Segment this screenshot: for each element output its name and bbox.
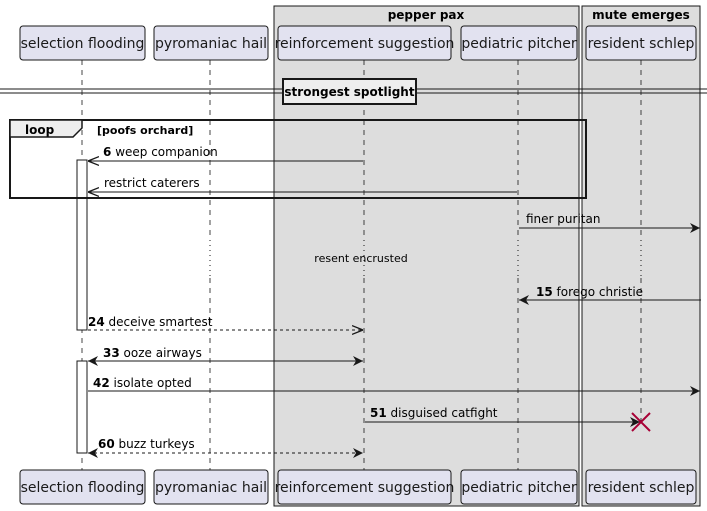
message-forego-christie: 15 forego christie: [519, 285, 701, 305]
message-label: 15 forego christie: [536, 285, 643, 299]
destroy-icon: [631, 412, 651, 432]
message-label: finer puritan: [526, 212, 600, 226]
message-label: 24 deceive smartest: [88, 315, 213, 329]
message-buzz-turkeys: 60 buzz turkeys: [88, 437, 363, 458]
message-label: 6 weep companion: [103, 145, 218, 159]
participant-pyromaniac-hail[interactable]: pyromaniac hail: [153, 25, 269, 61]
message-ooze-airways: 33 ooze airways: [88, 346, 363, 366]
message-label: restrict caterers: [104, 176, 200, 190]
participant-selection-flooding[interactable]: selection flooding: [19, 25, 146, 61]
group-label-mute-emerges: mute emerges: [592, 8, 690, 22]
activation-bar: [76, 159, 88, 331]
loop-keyword: loop: [25, 123, 55, 137]
message-disguised-catfight: 51 disguised catfight: [365, 406, 640, 427]
participant-resident-schlep[interactable]: resident schlep: [585, 25, 697, 61]
participant-label: pyromaniac hail: [155, 480, 267, 496]
participant-pyromaniac-hail-bottom[interactable]: pyromaniac hail: [153, 469, 269, 505]
message-restrict-caterers: restrict caterers: [88, 176, 517, 192]
message-isolate-opted: 42 isolate opted: [88, 376, 700, 396]
participant-reinforcement-suggestion-bottom[interactable]: reinforcement suggestion: [275, 469, 455, 505]
participant-reinforcement-suggestion[interactable]: reinforcement suggestion: [275, 25, 455, 61]
group-label-pepper-pax: pepper pax: [388, 8, 465, 22]
participant-label: selection flooding: [21, 480, 145, 496]
message-weep-companion: 6 weep companion: [88, 145, 363, 161]
participant-label: pyromaniac hail: [155, 36, 267, 52]
participant-label: resident schlep: [588, 36, 695, 52]
participant-label: reinforcement suggestion: [275, 480, 455, 496]
divider-strongest-spotlight: strongest spotlight: [0, 78, 707, 105]
participant-pediatric-pitcher[interactable]: pediatric pitcher: [460, 25, 578, 61]
participant-selection-flooding-bottom[interactable]: selection flooding: [19, 469, 146, 505]
message-label: 42 isolate opted: [93, 376, 192, 390]
participant-label: pediatric pitcher: [461, 480, 577, 496]
loop-fragment: loop [poofs orchard]: [9, 119, 587, 199]
divider-label: strongest spotlight: [284, 85, 414, 99]
loop-condition: [poofs orchard]: [97, 124, 193, 137]
activation-bar: [76, 360, 88, 454]
participant-label: reinforcement suggestion: [275, 36, 455, 52]
message-deceive-smartest: 24 deceive smartest: [88, 315, 363, 330]
message-label: 51 disguised catfight: [370, 406, 498, 420]
participant-resident-schlep-bottom[interactable]: resident schlep: [585, 469, 697, 505]
message-finer-puritan: finer puritan: [519, 212, 700, 233]
participant-pediatric-pitcher-bottom[interactable]: pediatric pitcher: [460, 469, 578, 505]
participant-label: pediatric pitcher: [461, 36, 577, 52]
participant-label: selection flooding: [21, 36, 145, 52]
participant-label: resident schlep: [588, 480, 695, 496]
message-label: 33 ooze airways: [103, 346, 202, 360]
delay-label: resent encrusted: [314, 252, 407, 265]
message-label: 60 buzz turkeys: [98, 437, 195, 451]
